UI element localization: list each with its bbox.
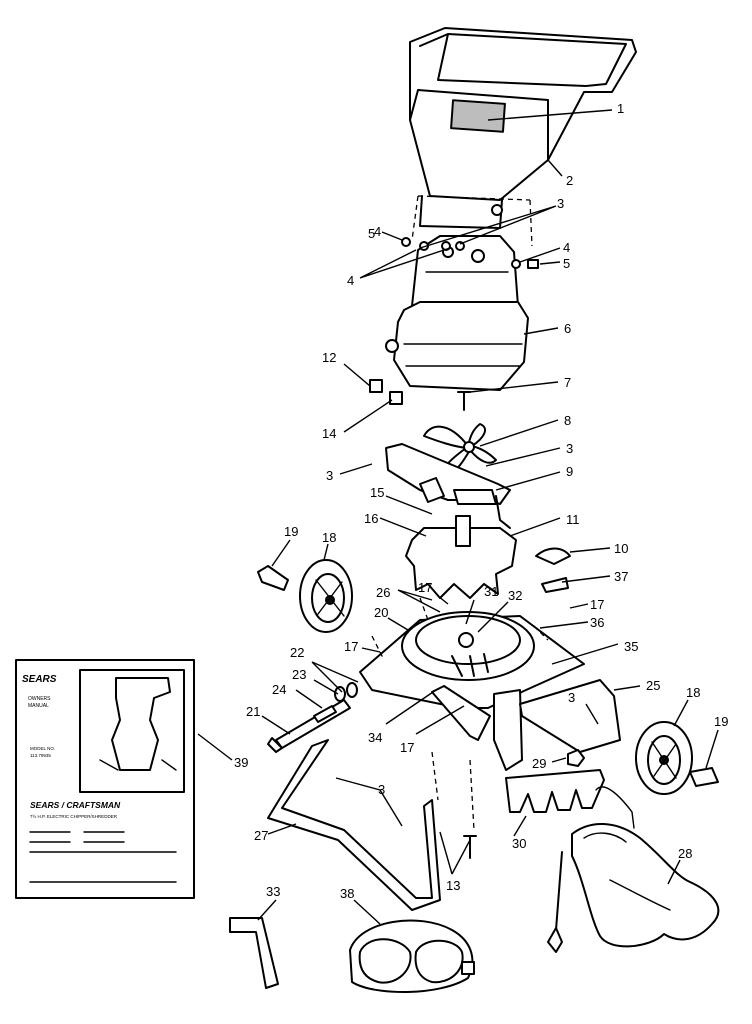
callout-9: 9 bbox=[566, 464, 573, 479]
callout-7: 7 bbox=[564, 375, 571, 390]
callout-36: 36 bbox=[590, 615, 604, 630]
fan bbox=[423, 423, 497, 479]
callout-12: 12 bbox=[322, 350, 336, 365]
callout-2: 2 bbox=[566, 173, 573, 188]
callout-15: 15 bbox=[370, 485, 384, 500]
part-10-clip bbox=[535, 547, 571, 565]
callout-10: 10 bbox=[614, 541, 628, 556]
manual-subtitle-2: MANUAL bbox=[28, 703, 49, 709]
callout-18: 18 bbox=[322, 530, 336, 545]
leg-screw bbox=[463, 835, 477, 859]
callout-17: 17 bbox=[590, 597, 604, 612]
owners-manual: SEARS OWNERS MANUAL MODEL NO. 113.79935 … bbox=[15, 659, 195, 899]
callout-18: 18 bbox=[686, 685, 700, 700]
hex-key bbox=[229, 917, 279, 989]
rotor bbox=[405, 495, 517, 599]
callout-22: 22 bbox=[290, 645, 304, 660]
wheel-right bbox=[635, 721, 693, 795]
safety-goggles bbox=[349, 919, 475, 993]
callout-6: 6 bbox=[564, 321, 571, 336]
callout-30: 30 bbox=[512, 836, 526, 851]
callout-3: 3 bbox=[568, 690, 575, 705]
part-37-clip bbox=[541, 577, 569, 593]
callout-33: 33 bbox=[266, 884, 280, 899]
callout-4: 4 bbox=[563, 240, 570, 255]
callout-13: 13 bbox=[446, 878, 460, 893]
callout-8: 8 bbox=[564, 413, 571, 428]
hopper-screws bbox=[401, 237, 539, 269]
part-12-block bbox=[369, 379, 383, 393]
manual-subtitle-1: OWNERS bbox=[28, 696, 51, 702]
manual-model-label: MODEL NO. bbox=[30, 746, 55, 751]
callout-24: 24 bbox=[272, 682, 286, 697]
axle-bolt-left bbox=[257, 565, 289, 591]
callout-4: 4 bbox=[347, 273, 354, 288]
motor-housing bbox=[385, 235, 529, 391]
callout-25: 25 bbox=[646, 678, 660, 693]
callout-3: 3 bbox=[378, 782, 385, 797]
callout-17: 17 bbox=[344, 639, 358, 654]
callout-19: 19 bbox=[284, 524, 298, 539]
callout-26: 26 bbox=[376, 585, 390, 600]
right-bracket bbox=[519, 679, 621, 753]
handle-bolt-assembly bbox=[267, 682, 358, 753]
leader-lines bbox=[197, 109, 719, 925]
callout-4: 4 bbox=[374, 224, 381, 239]
callout-21: 21 bbox=[246, 704, 260, 719]
callout-1: 1 bbox=[617, 101, 624, 116]
manual-model-number: 113.79935 bbox=[30, 753, 51, 758]
callout-3: 3 bbox=[566, 441, 573, 456]
part-14-block bbox=[389, 391, 403, 405]
callout-numbers: 1 2 3 4 5 4 5 4 6 12 7 14 8 3 3 9 15 16 … bbox=[234, 101, 728, 901]
callout-5: 5 bbox=[563, 256, 570, 271]
callout-28: 28 bbox=[678, 846, 692, 861]
callout-3: 3 bbox=[326, 468, 333, 483]
callout-38: 38 bbox=[340, 886, 354, 901]
callout-31: 31 bbox=[484, 584, 498, 599]
base-frame bbox=[359, 611, 585, 771]
callout-14: 14 bbox=[322, 426, 336, 441]
callout-23: 23 bbox=[292, 667, 306, 682]
hopper bbox=[409, 27, 637, 229]
callout-20: 20 bbox=[374, 605, 388, 620]
impeller-plate bbox=[385, 443, 511, 505]
callout-17: 17 bbox=[418, 580, 432, 595]
callout-39: 39 bbox=[234, 755, 248, 770]
callout-37: 37 bbox=[614, 569, 628, 584]
callout-5: 5 bbox=[368, 226, 375, 241]
callout-32: 32 bbox=[508, 588, 522, 603]
callout-35: 35 bbox=[624, 639, 638, 654]
part-29-nut bbox=[567, 749, 585, 767]
grate bbox=[505, 769, 605, 813]
manual-brand: SEARS bbox=[22, 674, 57, 685]
callout-17: 17 bbox=[400, 740, 414, 755]
callout-3: 3 bbox=[557, 196, 564, 211]
callout-16: 16 bbox=[364, 511, 378, 526]
callout-34: 34 bbox=[368, 730, 382, 745]
axle-bolt-right bbox=[689, 767, 719, 787]
collection-bag bbox=[547, 786, 720, 953]
leg-stand bbox=[267, 739, 441, 911]
callout-29: 29 bbox=[532, 756, 546, 771]
callout-11: 11 bbox=[566, 512, 580, 527]
manual-footer-product: 7½ H.P. ELECTRIC CHIPPER/SHREDDER bbox=[30, 813, 118, 819]
part-7-screw bbox=[457, 391, 471, 411]
wheel-left bbox=[299, 559, 353, 633]
callout-27: 27 bbox=[254, 828, 268, 843]
manual-footer-brand: SEARS / CRAFTSMAN bbox=[30, 800, 121, 810]
callout-19: 19 bbox=[714, 714, 728, 729]
